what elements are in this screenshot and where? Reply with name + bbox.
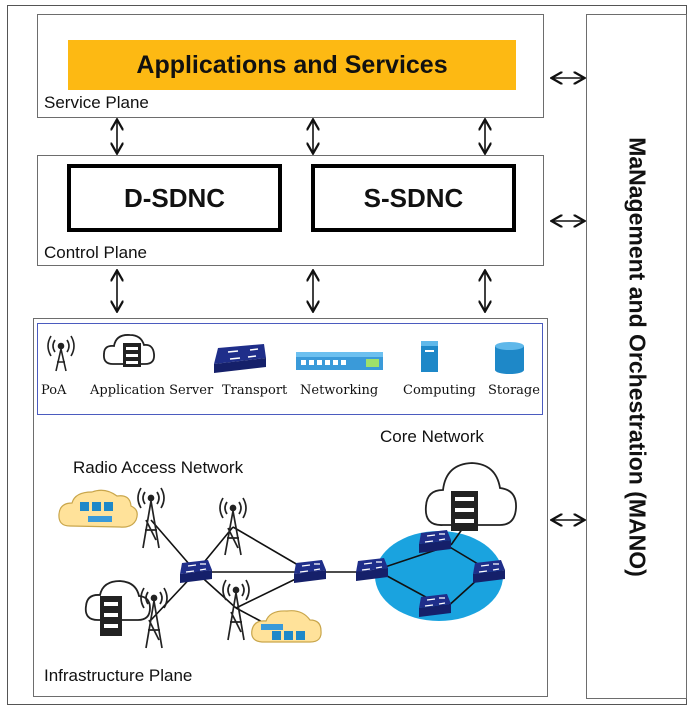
transport-switches [180,530,505,617]
computing-icon [421,341,438,372]
switch-core-right [473,560,505,583]
mano-box: MaNagement and Orchestration (MANO) [586,14,687,699]
legend-label-application-server: Application Server [90,383,214,398]
poa-icon [47,335,75,372]
networking-icon [296,352,383,370]
core-network-label: Core Network [380,427,484,446]
poa-tower-3 [140,587,168,649]
service-plane-label: Service Plane [44,93,149,112]
ran-cloud-bottom [251,610,322,643]
switch-core-top [419,530,451,553]
switch-core-bottom [419,594,451,617]
legend-label-transport: Transport [222,383,288,398]
storage-icon [495,342,524,374]
switch-ran-1 [180,560,212,583]
legend-label-poa: PoA [41,383,67,398]
ran-cloud-server [84,580,151,636]
ran-cloud-top [58,489,138,528]
poa-tower-2 [219,497,247,556]
core-cloud-server [424,462,517,531]
d-sdnc-box: D-SDNC [67,164,282,232]
control-plane-label: Control Plane [44,243,148,262]
s-sdnc-box: S-SDNC [311,164,516,232]
core-network-ring [375,531,503,621]
transport-icon [214,344,266,373]
poa-towers [137,487,250,649]
legend-label-storage: Storage [488,383,540,398]
switch-ran-2 [294,560,326,583]
poa-tower-1 [137,487,165,549]
application-server-icon [103,334,155,367]
switch-core-left [356,558,388,581]
radio-access-network-label: Radio Access Network [73,458,244,477]
infrastructure-plane-label: Infrastructure Plane [44,666,193,685]
poa-tower-4 [222,579,250,641]
legend-label-computing: Computing [403,383,476,398]
legend-label-networking: Networking [300,383,379,398]
applications-and-services-banner: Applications and Services [68,40,516,90]
